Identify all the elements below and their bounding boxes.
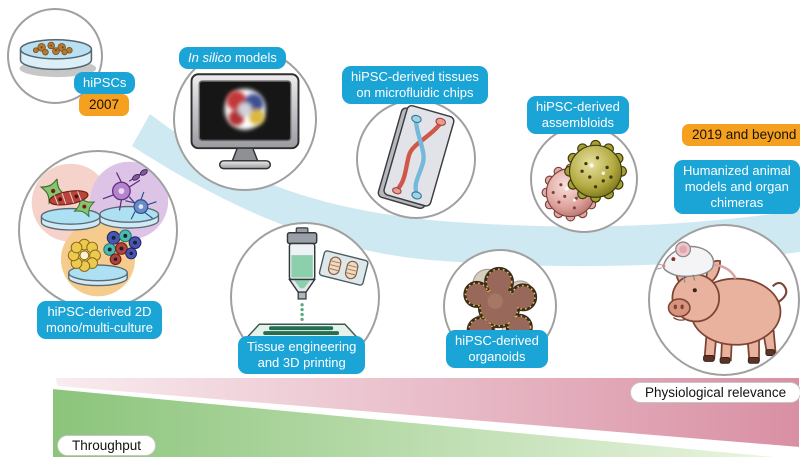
axis-physiological-text: Physiological relevance xyxy=(645,385,787,400)
axis-label-throughput: Throughput xyxy=(57,435,157,456)
label-tissue-line1: Tissue engineering xyxy=(247,339,357,354)
label-hipscs-text: hiPSCs xyxy=(83,75,127,90)
label-in-silico-models: In silico models xyxy=(179,47,286,70)
milestone-circle-hipscs xyxy=(7,8,103,104)
label-in-silico-italic: In silico xyxy=(188,50,232,65)
physiological-relevance-wedge xyxy=(53,376,800,449)
label-tissue-engineering: Tissue engineering and 3D printing xyxy=(238,336,366,375)
label-assembloids-line2: assembloids xyxy=(541,115,615,131)
label-organoids: hiPSC-derived organoids xyxy=(446,330,548,369)
label-humanized-line2: models and organ xyxy=(684,179,789,195)
label-assembloids: hiPSC-derived assembloids xyxy=(527,96,629,135)
assembloid-icon xyxy=(541,139,627,222)
axis-throughput-text: Throughput xyxy=(72,438,142,453)
milestone-circle-humanized-animals xyxy=(648,224,800,376)
label-assembloids-line1: hiPSC-derived xyxy=(536,99,620,114)
label-2d-culture-line2: mono/multi-culture xyxy=(46,320,153,336)
label-year-2007: 2007 xyxy=(79,94,130,116)
label-microfluidic-line2: on microfluidic chips xyxy=(356,85,474,101)
label-hipscs: hiPSCs xyxy=(74,72,136,95)
petri-dish-icon xyxy=(19,38,97,78)
label-in-silico-rest: models xyxy=(231,50,277,65)
label-year-2019-text: 2019 and beyond xyxy=(692,127,797,142)
culture-dishes-icon xyxy=(31,161,169,297)
axis-label-physiological-relevance: Physiological relevance xyxy=(630,382,800,403)
label-year-2007-text: 2007 xyxy=(89,97,120,112)
mouse-pig-icon xyxy=(653,241,788,364)
throughput-wedge xyxy=(51,387,796,459)
label-organoids-line2: organoids xyxy=(468,349,526,365)
milestone-circle-microfluidic xyxy=(356,99,476,219)
label-2d-culture: hiPSC-derived 2D mono/multi-culture xyxy=(37,301,162,340)
label-tissue-line2: and 3D printing xyxy=(257,355,346,371)
milestone-circle-2d-culture xyxy=(18,150,178,310)
microfluidic-chip-icon xyxy=(377,104,455,210)
label-microfluidic-chips: hiPSC-derived tissues on microfluidic ch… xyxy=(342,66,488,105)
label-microfluidic-line1: hiPSC-derived tissues xyxy=(351,69,479,84)
label-year-2019: 2019 and beyond xyxy=(682,124,800,146)
label-humanized-line1: Humanized animal xyxy=(683,163,791,178)
label-2d-culture-line1: hiPSC-derived 2D xyxy=(47,304,152,319)
computer-monitor-icon xyxy=(190,73,300,170)
label-organoids-line1: hiPSC-derived xyxy=(455,333,539,348)
label-humanized-animals: Humanized animal models and organ chimer… xyxy=(674,160,800,215)
milestone-circle-assembloids xyxy=(530,125,638,233)
label-humanized-line3: chimeras xyxy=(710,195,764,211)
